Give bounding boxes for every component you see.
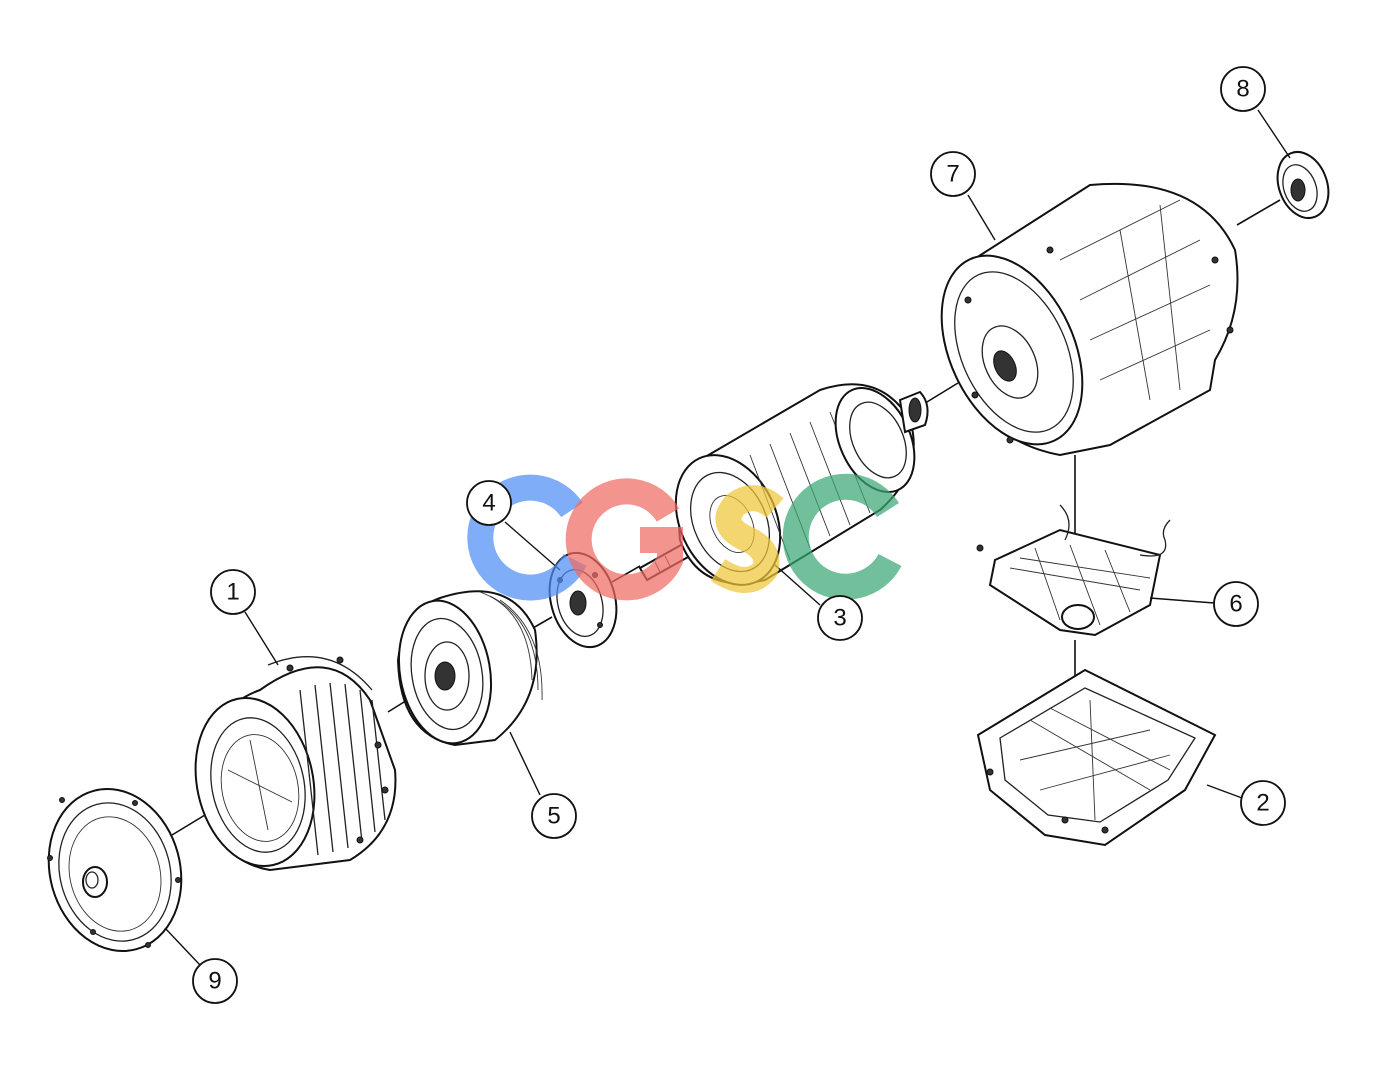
callout-3-label: 3: [833, 605, 846, 632]
part-1-bell-housing: [194, 656, 397, 872]
callout-1: 1: [210, 569, 256, 615]
part-9-cover-plate: [47, 788, 183, 952]
callout-8-label: 8: [1236, 76, 1249, 103]
part-8-output-seal: [1276, 151, 1330, 219]
callout-7-label: 7: [946, 161, 959, 188]
leader-lines: [164, 109, 1291, 966]
callout-6: 6: [1213, 581, 1259, 627]
callout-7: 7: [930, 151, 976, 197]
callout-9-label: 9: [208, 968, 221, 995]
watermark-letter-g: [565, 478, 683, 601]
part-2-oil-pan: [976, 668, 1217, 847]
watermark-letter-c2: [782, 473, 902, 600]
callout-5: 5: [531, 793, 577, 839]
callout-3: 3: [817, 595, 863, 641]
callout-1-label: 1: [226, 579, 239, 606]
callout-8: 8: [1220, 66, 1266, 112]
callout-6-label: 6: [1229, 591, 1242, 618]
watermark-letter-c1: [467, 474, 587, 601]
watermark-logo: [467, 473, 902, 601]
callout-4: 4: [466, 480, 512, 526]
watermark-letter-s: [710, 485, 784, 593]
callout-4-label: 4: [482, 490, 495, 517]
part-6-valve-body: [976, 504, 1171, 637]
callout-5-label: 5: [547, 803, 560, 830]
callout-2: 2: [1240, 780, 1286, 826]
part-7-transmission-case: [940, 182, 1239, 457]
callout-9: 9: [192, 958, 238, 1004]
part-5-pump-assembly: [396, 590, 543, 747]
callout-2-label: 2: [1256, 790, 1269, 817]
